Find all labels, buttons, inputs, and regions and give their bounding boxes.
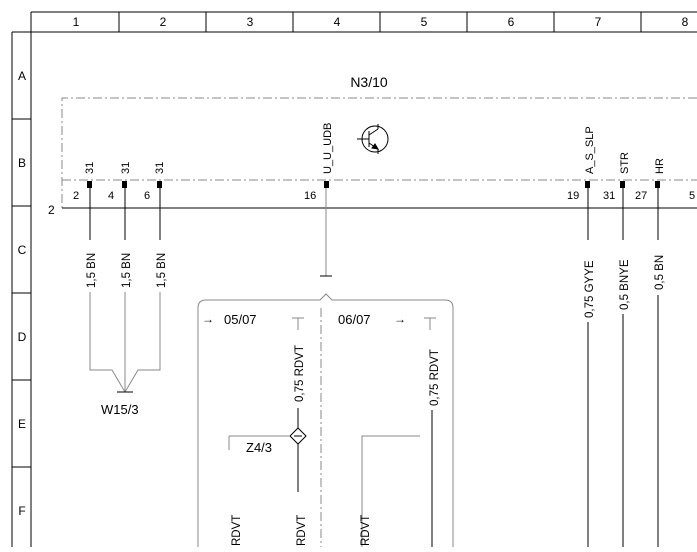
wire-label: 1,5 BN [86, 253, 98, 288]
signal-label: 31 [120, 162, 132, 174]
pin-number: 16 [304, 190, 316, 202]
branch-line [320, 188, 332, 277]
column-label-5: 5 [421, 15, 428, 29]
wire-label: 0,75 RDVT [429, 349, 441, 406]
variant-left: → 05/07 0,75 RDVT Z4/3 RDVT RDVT [202, 312, 308, 546]
row-label-e: E [18, 417, 26, 431]
signal-label: HR [654, 158, 666, 174]
wire-label: 0,75 GYYE [584, 260, 596, 318]
variant-frame [197, 293, 454, 547]
wire-label: RDVT [231, 515, 243, 546]
pin-number: 19 [567, 190, 579, 202]
pin-number: 27 [635, 190, 647, 202]
frame [11, 11, 697, 547]
signal-labels: 31 31 31 U_U_UDB A_S_SLP STR HR [84, 123, 666, 174]
variant-label-left: 05/07 [224, 312, 257, 327]
row-label-f: F [18, 504, 25, 518]
ground-junction [89, 292, 161, 393]
column-label-1: 1 [73, 15, 80, 29]
signal-label: U_U_UDB [322, 123, 334, 174]
wire-label: 0,5 BN [654, 255, 666, 290]
column-labels: 1 2 3 4 5 6 7 8 [73, 15, 689, 29]
signal-label: 31 [84, 162, 96, 174]
pin-number: 2 [73, 190, 79, 202]
row-labels: A B C D E F [18, 69, 27, 518]
row-label-b: B [18, 156, 26, 170]
diode-icon [289, 427, 307, 445]
arrow-right-icon: → [394, 312, 406, 326]
ground-label: W15/3 [101, 402, 139, 417]
column-label-4: 4 [334, 15, 341, 29]
wire-label: RDVT [296, 515, 308, 546]
column-label-7: 7 [595, 15, 602, 29]
pin-terminals [87, 181, 660, 188]
row-label-c: C [18, 243, 27, 257]
wire-labels: 1,5 BN 1,5 BN 1,5 BN 0,75 GYYE 0,5 BNYE … [86, 253, 666, 318]
pin-number: 4 [108, 190, 114, 202]
wires [89, 188, 659, 547]
transistor-icon [357, 124, 389, 154]
wire-label: 1,5 BN [156, 253, 168, 288]
pin-number: 6 [144, 190, 150, 202]
wire-label: 0,5 BNYE [619, 259, 631, 310]
row-label-d: D [18, 330, 27, 344]
column-label-3: 3 [247, 15, 254, 29]
component-label: Z4/3 [246, 440, 272, 455]
column-label-8: 8 [682, 15, 689, 29]
arrow-right-icon: → [202, 312, 214, 326]
column-label-6: 6 [508, 15, 515, 29]
signal-label: A_S_SLP [584, 126, 596, 174]
module-boundary [61, 97, 697, 208]
module-name: N3/10 [350, 74, 388, 90]
signal-label: STR [619, 152, 631, 174]
column-label-2: 2 [160, 15, 167, 29]
wire-label: 1,5 BN [121, 253, 133, 288]
pin-number: 5 [689, 190, 695, 202]
variant-label-right: 06/07 [338, 312, 371, 327]
connector-marker: 2 [48, 203, 55, 217]
pin-number: 31 [603, 190, 615, 202]
wire-label: RDVT [360, 515, 372, 546]
pin-numbers: 2 4 6 16 19 31 27 5 [73, 190, 695, 202]
row-label-a: A [18, 69, 26, 83]
variant-right: 06/07 → 0,75 RDVT RDVT [338, 312, 441, 547]
wire-label: 0,75 RDVT [294, 345, 306, 402]
signal-label: 31 [154, 162, 166, 174]
